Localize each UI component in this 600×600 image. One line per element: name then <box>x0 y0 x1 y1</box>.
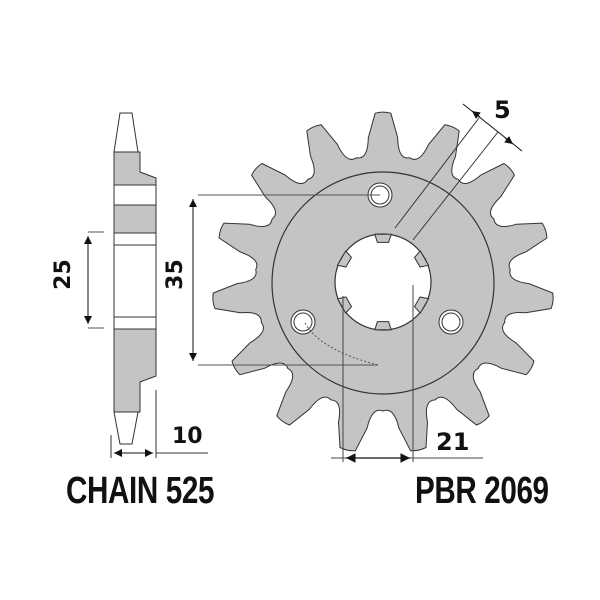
spline-tooth <box>336 296 353 314</box>
hub-circle <box>271 171 495 395</box>
bolt-circle-dimension <box>189 194 380 366</box>
spline-bore <box>334 233 432 331</box>
tooth-width-dimension <box>394 103 523 241</box>
spline-tooth <box>336 250 353 268</box>
spline-dimension <box>331 285 483 463</box>
side-view <box>84 112 208 458</box>
dimension-tooth-width: 5 <box>494 96 511 124</box>
dimension-spline-diameter: 21 <box>436 428 470 456</box>
dimension-thickness: 10 <box>172 424 203 449</box>
spline-tooth <box>374 233 392 243</box>
spline-tooth <box>413 296 430 314</box>
bolt-hole <box>441 312 461 332</box>
front-view <box>212 111 554 452</box>
bolt-hole <box>293 312 313 332</box>
part-number-label: PBR 2069 <box>415 470 549 512</box>
spline-tooth <box>374 321 392 331</box>
dimension-hub-width: 25 <box>50 259 76 290</box>
dimension-bolt-circle: 35 <box>162 259 188 290</box>
chain-label: CHAIN 525 <box>66 470 215 512</box>
spline-tooth <box>413 250 430 268</box>
